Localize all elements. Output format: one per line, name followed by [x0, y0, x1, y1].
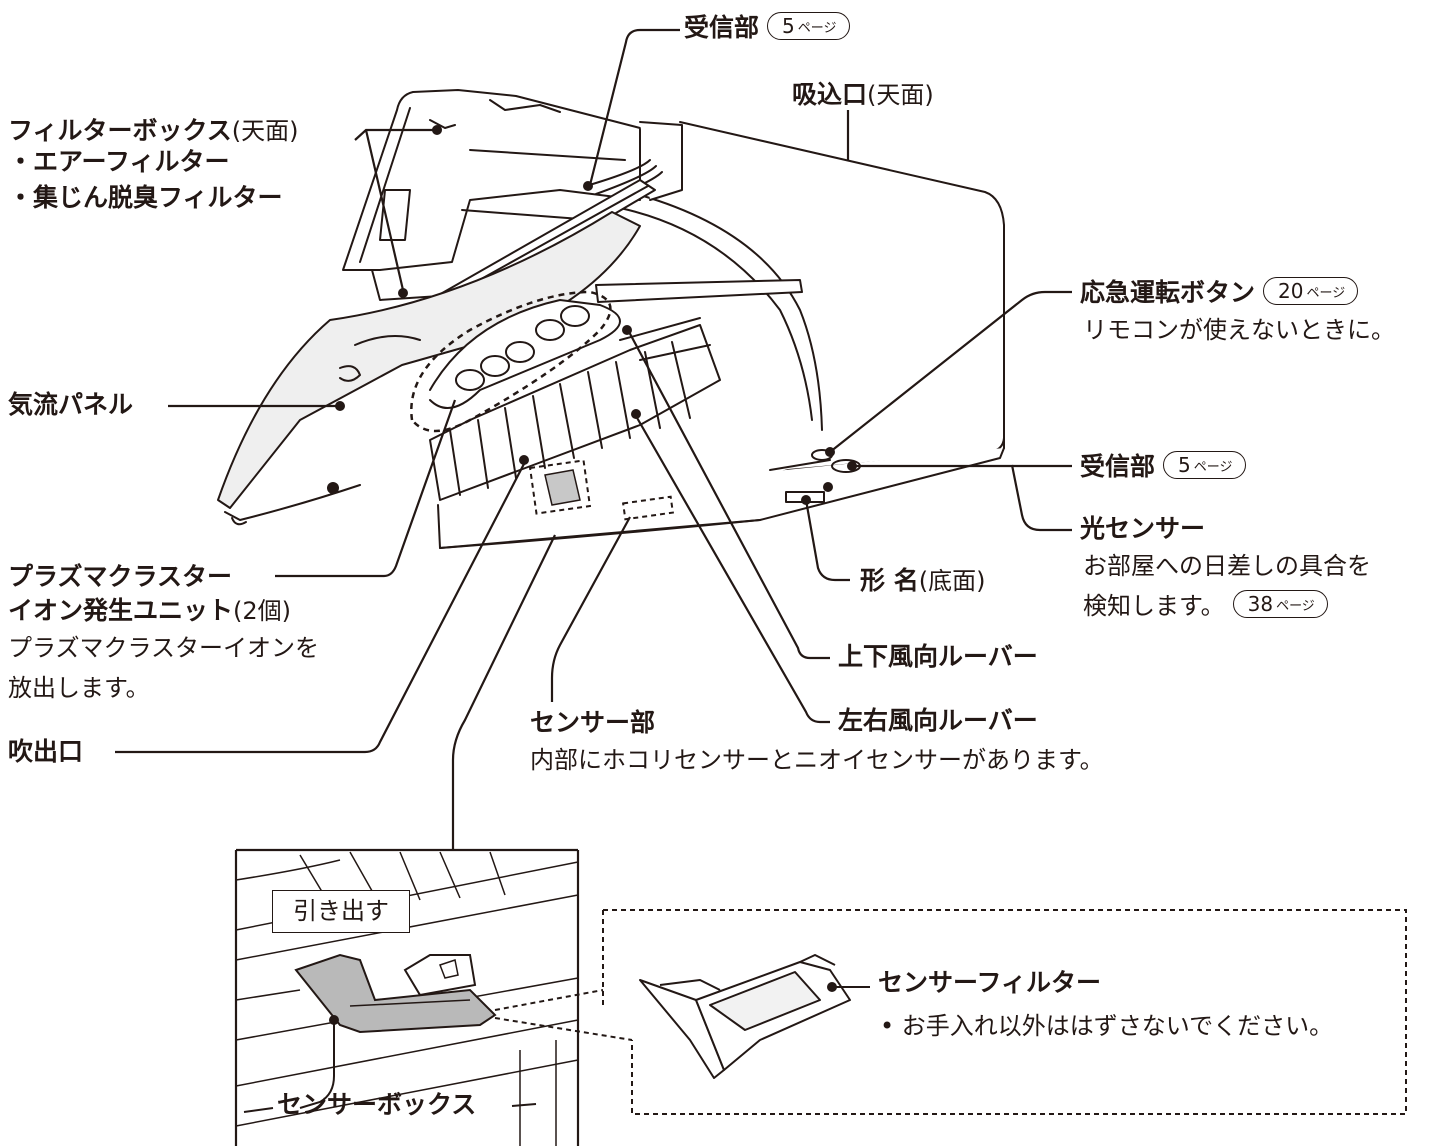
model-name-text: 形 名: [860, 566, 919, 595]
outlet-label: 吹出口: [8, 737, 84, 766]
airflow-panel-label: 気流パネル: [8, 390, 134, 419]
pull-out-tag: 引き出す: [272, 890, 410, 933]
dust-filter-label: ・集じん脱臭フィルター: [8, 183, 283, 212]
horizontal-louver-label: 左右風向ルーバー: [838, 706, 1038, 735]
plasma-description-1: プラズマクラスターイオンを: [8, 634, 320, 662]
air-filter-label: ・エアーフィルター: [8, 147, 230, 176]
model-name-bottom-face-text: (底面): [918, 567, 986, 595]
intake-top-face-text: (天面): [867, 81, 934, 109]
receiver-right-page-number: 5: [1178, 453, 1191, 477]
receiver-top-page-number: 5: [782, 14, 795, 38]
filter-box-text: フィルターボックス: [8, 116, 232, 145]
model-name-label: 形 名(底面): [860, 566, 985, 596]
vertical-louver-label: 上下風向ルーバー: [838, 642, 1038, 671]
sensor-box-label: センサーボックス: [277, 1090, 477, 1119]
plasma-description-2: 放出します。: [8, 674, 150, 702]
light-sensor-label: 光センサー: [1080, 514, 1206, 543]
intake-text: 吸込口: [792, 80, 868, 109]
sensor-filter-label: センサーフィルター: [878, 968, 1102, 997]
page-unit: ページ: [1276, 599, 1315, 614]
emergency-page-number: 20: [1278, 279, 1304, 303]
receiver-top-text: 受信部: [684, 13, 760, 42]
plasma-cluster-label-2: イオン発生ユニット(2個): [8, 596, 291, 626]
light-sensor-description-2-text: 検知します。: [1083, 592, 1225, 620]
plasma-cluster-label-2-text: イオン発生ユニット: [8, 596, 234, 625]
light-sensor-page-number: 38: [1247, 592, 1274, 616]
sensor-filter-note: • お手入れ以外ははずさないでください。: [880, 1012, 1334, 1040]
page-unit: ページ: [1193, 460, 1233, 475]
plasma-count-text: (2個): [233, 597, 292, 625]
plasma-cluster-label-1: プラズマクラスター: [8, 562, 233, 591]
filter-box-top-face-text: (天面): [231, 117, 299, 145]
intake-label: 吸込口(天面): [792, 80, 934, 110]
page-unit: ページ: [1306, 286, 1346, 301]
sensor-section-description: 内部にホコリセンサーとニオイセンサーがあります。: [530, 746, 1104, 774]
page-unit: ページ: [797, 21, 837, 36]
filter-box-label: フィルターボックス(天面): [8, 116, 299, 146]
sensor-section-label: センサー部: [530, 708, 656, 737]
light-sensor-description-1: お部屋への日差しの具合を: [1083, 552, 1371, 580]
emergency-button-text: 応急運転ボタン: [1080, 278, 1256, 307]
receiver-right-text: 受信部: [1080, 452, 1156, 481]
emergency-description: リモコンが使えないときに。: [1083, 316, 1395, 344]
